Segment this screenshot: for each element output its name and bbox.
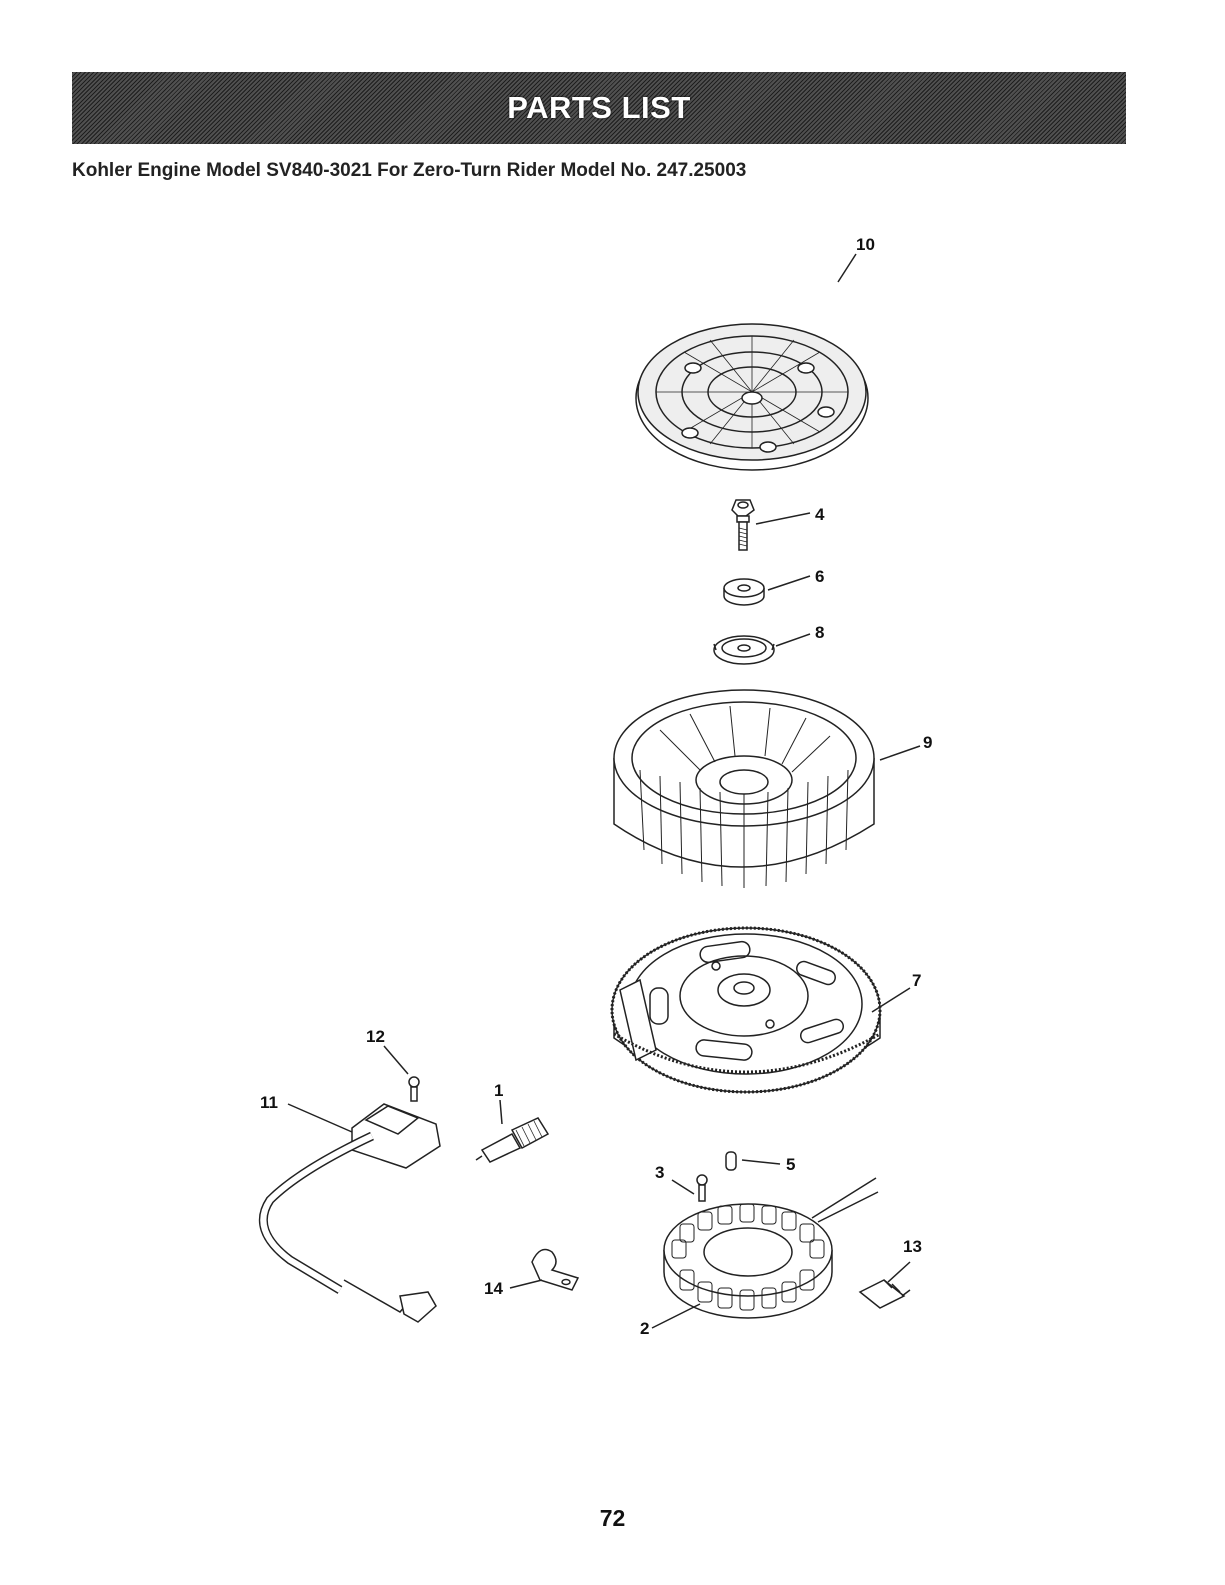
callout-7: 7 <box>912 971 921 990</box>
part-10-screen <box>636 324 868 470</box>
callout-8: 8 <box>815 623 824 642</box>
part-14-clamp <box>532 1250 578 1290</box>
leader-9 <box>880 746 920 760</box>
callout-13: 13 <box>903 1237 922 1256</box>
callout-2: 2 <box>640 1319 649 1338</box>
leader-2 <box>652 1304 700 1328</box>
leader-11 <box>288 1104 352 1132</box>
part-11-ignition-module <box>263 1104 440 1322</box>
page-number: 72 <box>0 1505 1225 1532</box>
part-12-screw <box>409 1077 419 1101</box>
callout-6: 6 <box>815 567 824 586</box>
callout-3: 3 <box>655 1163 664 1182</box>
leader-5 <box>742 1160 780 1164</box>
callout-1: 1 <box>494 1081 503 1100</box>
callout-4: 4 <box>815 505 825 524</box>
callout-9: 9 <box>923 733 932 752</box>
leader-12 <box>384 1046 408 1074</box>
part-4-bolt <box>732 500 754 550</box>
part-13-rectifier <box>860 1280 910 1308</box>
callout-10: 10 <box>856 235 875 254</box>
callout-14: 14 <box>484 1279 503 1298</box>
leader-1 <box>500 1100 502 1124</box>
part-1-spark-plug <box>476 1118 548 1162</box>
part-5-key <box>726 1152 736 1170</box>
part-7-flywheel <box>612 928 880 1092</box>
part-9-flywheel-fan <box>614 690 874 888</box>
callout-12: 12 <box>366 1027 385 1046</box>
part-8-key-washer <box>714 636 774 664</box>
part-2-stator <box>664 1178 878 1318</box>
leader-6 <box>768 576 810 590</box>
callout-11: 11 <box>260 1093 278 1112</box>
part-6-washer <box>724 579 764 605</box>
leader-8 <box>776 634 810 646</box>
callout-5: 5 <box>786 1155 795 1174</box>
leader-14 <box>510 1280 542 1288</box>
leader-13 <box>888 1262 910 1282</box>
leader-4 <box>756 513 810 524</box>
leader-10 <box>838 254 856 282</box>
part-3-screw <box>697 1175 707 1201</box>
leader-3 <box>672 1180 694 1194</box>
